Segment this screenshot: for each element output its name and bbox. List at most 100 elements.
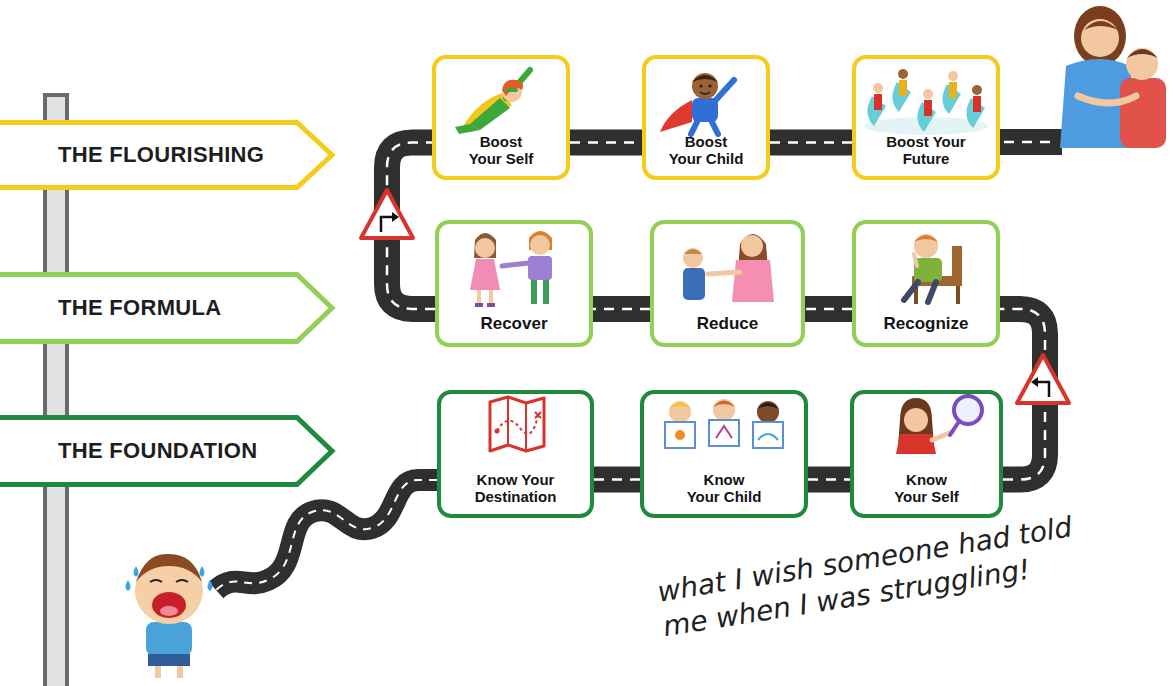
flying-superhero-woman bbox=[455, 70, 530, 134]
road-connector bbox=[808, 479, 850, 480]
thinking-man-part bbox=[952, 246, 962, 286]
road-center-line bbox=[770, 141, 852, 144]
handwritten-note: what I wish someone had told me when I w… bbox=[655, 505, 1110, 645]
sign-text: THE FOUNDATION bbox=[58, 438, 257, 464]
thinking-man-part bbox=[914, 234, 938, 258]
children-with-drawings-part bbox=[757, 401, 779, 423]
sign-outline bbox=[0, 123, 332, 188]
road-surface bbox=[593, 296, 650, 322]
road-surface bbox=[570, 130, 642, 156]
stage-label: Boost Your Child bbox=[656, 133, 756, 168]
stage-label: Boost Your Self bbox=[451, 133, 551, 168]
stage-box: Recover bbox=[435, 220, 593, 347]
stage-label: Know Your Self bbox=[877, 471, 977, 506]
children-with-drawings-part bbox=[709, 420, 739, 446]
road-start-part bbox=[216, 480, 437, 590]
flying-superhero-group-part-part bbox=[873, 83, 883, 93]
flying-superhero-group-part bbox=[892, 69, 911, 112]
sign-outline bbox=[0, 418, 332, 485]
road-center-line bbox=[594, 478, 640, 481]
two-girls-part bbox=[534, 280, 546, 304]
road-connector bbox=[805, 308, 852, 309]
thinking-man-part bbox=[914, 258, 942, 282]
flying-superhero-group-part-part bbox=[899, 80, 907, 96]
stage-label: Reduce bbox=[697, 314, 758, 334]
road-connector bbox=[570, 142, 642, 143]
stage-box: Recognize bbox=[852, 220, 1000, 347]
flying-superhero-child-part bbox=[708, 84, 711, 87]
mother-with-baby-part bbox=[741, 235, 763, 257]
two-girls-part bbox=[502, 263, 529, 266]
children-with-drawings-part bbox=[669, 401, 691, 423]
stage-box: Boost Your Future bbox=[852, 55, 1000, 180]
flying-superhero-group-part-part bbox=[924, 100, 932, 116]
children-with-drawings-part bbox=[753, 422, 783, 448]
stage-box: Boost Your Self bbox=[432, 55, 570, 180]
turn-right-sign-part bbox=[381, 217, 392, 232]
flying-superhero-child bbox=[660, 73, 734, 134]
flying-superhero-group-part bbox=[966, 85, 985, 128]
flying-superhero-child-part bbox=[692, 75, 718, 82]
road-start bbox=[216, 480, 437, 590]
children-with-drawings bbox=[665, 399, 783, 448]
road-center-line bbox=[805, 308, 852, 311]
road-end bbox=[1000, 142, 1062, 143]
crying-boy-part bbox=[158, 666, 180, 678]
stage-label: Recover bbox=[480, 314, 547, 334]
mother-with-baby-part bbox=[684, 249, 702, 254]
thinking-man-part bbox=[914, 235, 938, 242]
turn-right-sign-part bbox=[361, 190, 413, 238]
flying-superhero-group bbox=[864, 69, 988, 135]
two-girls-part bbox=[475, 303, 495, 307]
road-center-line bbox=[570, 141, 642, 144]
thinking-man-part bbox=[916, 286, 958, 304]
stage-box: Reduce bbox=[650, 220, 805, 347]
turn-right-sign bbox=[361, 190, 413, 238]
mother-with-baby bbox=[683, 234, 774, 302]
sign-text: THE FORMULA bbox=[58, 295, 221, 321]
mother-with-baby-part bbox=[683, 248, 703, 268]
mother-hugging-child-part bbox=[1126, 48, 1158, 80]
map-icon-part bbox=[535, 412, 541, 418]
flying-superhero-child-part bbox=[692, 73, 718, 99]
stage-label: Know Your Child bbox=[674, 471, 774, 506]
two-girls-part bbox=[475, 238, 495, 258]
map-icon-part bbox=[495, 429, 500, 434]
flying-superhero-group-part-part bbox=[973, 96, 981, 112]
crying-boy bbox=[126, 554, 213, 678]
children-with-drawings-part bbox=[757, 403, 779, 410]
stage-label: Know Your Destination bbox=[461, 471, 571, 506]
woman-with-mirror-part bbox=[950, 423, 958, 435]
turn-right-sign-part bbox=[392, 212, 399, 222]
turn-left-sign bbox=[1017, 355, 1069, 403]
mother-hugging-child-part bbox=[1081, 19, 1119, 57]
woman-with-mirror-part bbox=[954, 396, 982, 424]
flying-superhero-child-part bbox=[691, 122, 718, 134]
stage-box: Boost Your Child bbox=[642, 55, 770, 180]
mother-hugging-child bbox=[1060, 6, 1166, 148]
stage-box: Know Your Child bbox=[640, 390, 808, 518]
flying-superhero-group-part bbox=[917, 89, 936, 132]
two-girls-part bbox=[528, 256, 552, 280]
map-icon bbox=[490, 397, 544, 451]
flying-superhero-child-part bbox=[660, 100, 692, 132]
children-with-drawings-part bbox=[716, 426, 732, 438]
road-surface bbox=[808, 467, 850, 493]
flying-superhero-group-part bbox=[867, 83, 886, 126]
turn-left-sign-part bbox=[1017, 355, 1069, 403]
woman-with-mirror-part bbox=[896, 434, 936, 454]
flying-superhero-group-part-part bbox=[972, 85, 982, 95]
mother-with-baby-part bbox=[708, 272, 740, 274]
crying-boy-part bbox=[136, 554, 202, 582]
children-with-drawings-part bbox=[665, 422, 695, 448]
road-surface bbox=[770, 130, 852, 156]
road-connector bbox=[594, 479, 640, 480]
crying-boy-part bbox=[160, 606, 178, 616]
children-with-drawings-part bbox=[675, 430, 685, 440]
two-girls-part bbox=[479, 290, 491, 304]
flying-superhero-group-part-part bbox=[923, 89, 933, 99]
mother-with-baby-part bbox=[732, 260, 774, 302]
flying-superhero-group-part-part bbox=[898, 69, 908, 79]
map-icon-part bbox=[490, 397, 544, 451]
